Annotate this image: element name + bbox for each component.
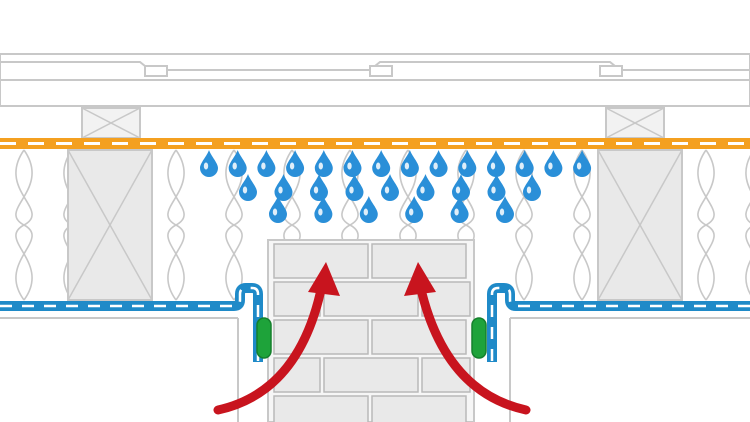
droplet-highlight bbox=[318, 162, 323, 170]
counter-batten-right bbox=[605, 107, 665, 139]
droplet-highlight bbox=[313, 186, 319, 194]
droplet-highlight bbox=[490, 162, 496, 170]
rafters bbox=[67, 149, 683, 301]
rafter-right bbox=[597, 149, 683, 301]
counter-batten-left bbox=[81, 107, 141, 139]
droplet-highlight bbox=[454, 208, 459, 216]
droplet-highlight bbox=[232, 162, 237, 170]
water-droplet-icon bbox=[450, 196, 469, 223]
droplet-highlight bbox=[499, 208, 505, 216]
droplet-highlight bbox=[420, 186, 425, 194]
droplet-highlight bbox=[278, 186, 283, 194]
counter-battens bbox=[81, 107, 665, 139]
droplet-highlight bbox=[203, 162, 209, 170]
droplet-highlight bbox=[261, 162, 266, 170]
water-droplet-icon bbox=[228, 150, 247, 177]
sealant-bead-icon bbox=[471, 317, 487, 359]
airflow-arrowhead-left bbox=[308, 262, 340, 296]
water-droplet-icon bbox=[314, 150, 333, 177]
insulation-fiber bbox=[15, 149, 33, 301]
droplet-highlight bbox=[409, 208, 414, 216]
blue-vapour-barrier bbox=[0, 283, 750, 362]
water-droplet-icon bbox=[458, 150, 477, 177]
water-droplet-icon bbox=[405, 196, 424, 223]
tile-clip bbox=[599, 65, 623, 77]
water-droplet-icon bbox=[372, 150, 391, 177]
droplet-highlight bbox=[242, 186, 248, 194]
droplet-highlight bbox=[363, 208, 368, 216]
water-droplet-icon bbox=[544, 150, 563, 177]
water-droplet-icon bbox=[487, 150, 505, 177]
droplet-highlight bbox=[462, 162, 467, 170]
water-droplet-icon bbox=[496, 196, 514, 223]
airflow-arrow-icon bbox=[415, 280, 531, 415]
water-droplet-icon bbox=[515, 150, 534, 177]
droplet-highlight bbox=[272, 208, 278, 216]
droplet-highlight bbox=[455, 186, 461, 194]
water-droplet-icon bbox=[345, 174, 364, 201]
droplet-highlight bbox=[491, 186, 496, 194]
airflow-arrow-icon bbox=[213, 280, 327, 415]
droplet-highlight bbox=[376, 162, 381, 170]
condensation-droplets bbox=[200, 150, 592, 223]
water-droplet-icon bbox=[381, 174, 399, 201]
roof-cladding bbox=[0, 53, 750, 107]
water-droplet-icon bbox=[274, 174, 293, 201]
water-droplet-icon bbox=[257, 150, 276, 177]
droplet-highlight bbox=[519, 162, 524, 170]
water-droplet-icon bbox=[310, 174, 328, 201]
insulation-fiber bbox=[697, 149, 715, 301]
water-droplet-icon bbox=[400, 150, 419, 177]
droplet-highlight bbox=[349, 186, 354, 194]
insulation-fiber bbox=[167, 149, 185, 301]
insulation-fiber bbox=[745, 202, 750, 295]
brick bbox=[273, 319, 369, 355]
water-droplet-icon bbox=[523, 174, 541, 201]
brick bbox=[371, 319, 467, 355]
droplet-highlight bbox=[433, 162, 438, 170]
water-droplet-icon bbox=[239, 174, 257, 201]
airflow-arrowhead-right bbox=[404, 262, 436, 296]
insulation-fiber bbox=[573, 149, 591, 301]
droplet-highlight bbox=[404, 162, 410, 170]
brick bbox=[323, 357, 419, 393]
water-droplet-icon bbox=[200, 150, 218, 177]
water-droplet-icon bbox=[343, 150, 362, 177]
water-droplet-icon bbox=[416, 174, 435, 201]
airflow-arrows bbox=[213, 262, 531, 415]
droplet-highlight bbox=[347, 162, 352, 170]
insulation-fiber bbox=[745, 155, 750, 249]
droplet-highlight bbox=[576, 162, 582, 170]
sealant-beads bbox=[256, 317, 487, 359]
droplet-highlight bbox=[548, 162, 553, 170]
brick bbox=[371, 395, 467, 422]
droplet-highlight bbox=[526, 186, 532, 194]
droplet-highlight bbox=[289, 162, 295, 170]
water-droplet-icon bbox=[429, 150, 448, 177]
water-droplet-icon bbox=[314, 196, 333, 223]
droplet-highlight bbox=[384, 186, 390, 194]
water-droplet-icon bbox=[269, 196, 287, 223]
water-droplet-icon bbox=[452, 174, 470, 201]
tile-clip bbox=[144, 65, 168, 77]
roof-board bbox=[0, 79, 750, 107]
water-droplet-icon bbox=[359, 196, 378, 223]
sealant-bead-icon bbox=[256, 317, 272, 359]
tile-clip bbox=[369, 65, 393, 77]
rafter-left bbox=[67, 149, 153, 301]
brick-chimney bbox=[267, 239, 475, 422]
water-droplet-icon bbox=[487, 174, 506, 201]
brick bbox=[323, 281, 419, 317]
water-droplet-icon bbox=[573, 150, 592, 178]
brick bbox=[273, 395, 369, 422]
insulation-fiber bbox=[225, 149, 243, 301]
orange-membrane bbox=[0, 138, 750, 149]
water-droplet-icon bbox=[286, 150, 305, 177]
droplet-highlight bbox=[318, 208, 323, 216]
